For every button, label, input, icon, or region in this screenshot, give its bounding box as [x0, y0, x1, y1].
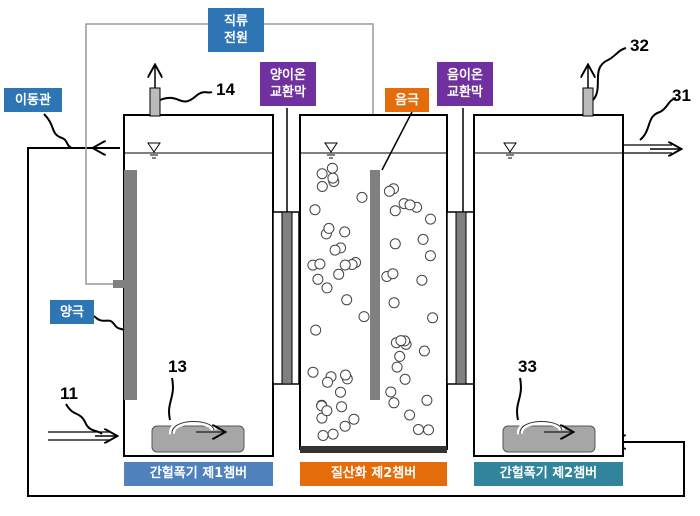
- air-bubble: [404, 199, 416, 211]
- air-bubble: [322, 376, 333, 388]
- air-bubble: [336, 401, 348, 413]
- air-bubble: [425, 213, 436, 225]
- air-bubble: [339, 420, 351, 432]
- anion-membrane-label: 음이온 교환막: [437, 62, 493, 106]
- air-bubble: [327, 172, 339, 184]
- air-bubble: [391, 361, 403, 373]
- leader-14: [159, 91, 213, 103]
- ref-number-31: 31: [672, 86, 691, 105]
- leader-33: [516, 377, 522, 421]
- chamber-2-water-symbol: [324, 142, 338, 159]
- air-bubble: [424, 250, 436, 262]
- air-bubble: [389, 205, 401, 217]
- air-bubble: [385, 386, 397, 398]
- leader-cathode: [381, 111, 413, 171]
- air-bubble: [427, 312, 439, 324]
- transfer-pipe-label: 이동관: [4, 88, 62, 112]
- air-bubble: [421, 394, 433, 406]
- air-bubble: [341, 294, 353, 306]
- air-bubble: [326, 162, 338, 174]
- aerator-33-body: [502, 425, 596, 453]
- leader-anode: [93, 315, 125, 331]
- air-bubble: [307, 366, 319, 378]
- leader-31: [639, 97, 677, 141]
- anion-membrane: [455, 211, 467, 385]
- chamber-2-base: [300, 446, 447, 453]
- air-bubble: [417, 233, 429, 245]
- air-bubble: [314, 258, 326, 270]
- air-bubble: [423, 424, 434, 436]
- air-bubble: [383, 185, 395, 197]
- air-bubble: [339, 226, 351, 238]
- chamber-3-tank: [473, 114, 624, 457]
- air-bubble: [387, 268, 399, 280]
- air-bubble: [317, 430, 329, 441]
- air-bubble: [394, 350, 406, 362]
- air-bubble: [327, 428, 339, 440]
- air-bubble: [333, 268, 345, 280]
- leader-13: [168, 377, 174, 421]
- ref-number-33: 33: [518, 357, 537, 376]
- air-bubble: [316, 181, 328, 192]
- cathode-label: 음극: [385, 88, 429, 112]
- cathode-electrode: [370, 170, 380, 400]
- air-bubble: [323, 222, 335, 234]
- chamber-1-label: 간헐폭기 제1챔버: [124, 462, 273, 486]
- air-bubble: [321, 282, 333, 294]
- air-bubble: [316, 412, 328, 424]
- air-bubble: [348, 413, 360, 425]
- air-bubble: [404, 409, 416, 421]
- air-bubble: [316, 168, 328, 180]
- anode-electrode: [124, 170, 137, 400]
- air-bubbles: [307, 162, 439, 441]
- air-bubble: [412, 424, 424, 435]
- dc-power-label: 직류 전원: [208, 8, 264, 52]
- air-bubble: [416, 274, 428, 286]
- air-bubble: [388, 397, 400, 409]
- anode-label: 양극: [50, 300, 94, 324]
- air-bubble: [321, 405, 333, 417]
- cation-membrane: [281, 211, 293, 385]
- air-bubble: [399, 373, 411, 385]
- air-bubble: [358, 311, 370, 323]
- aerator-13-body: [151, 425, 245, 453]
- air-bubble: [335, 386, 346, 398]
- leader-32: [592, 47, 627, 101]
- leader-transfer-pipe: [43, 113, 73, 149]
- chamber-3-water-symbol: [503, 142, 517, 159]
- air-bubble: [340, 369, 351, 381]
- ref-number-13: 13: [168, 357, 187, 376]
- outlet-pipe-31: [623, 144, 672, 154]
- ref-number-32: 32: [630, 36, 649, 55]
- chamber-1-water-symbol: [147, 142, 161, 159]
- air-bubble: [395, 335, 407, 347]
- ref-number-14: 14: [216, 80, 235, 99]
- chamber-3-label: 간헐폭기 제2챔버: [474, 462, 623, 486]
- cation-membrane-label: 양이온 교환막: [260, 62, 316, 106]
- air-bubble: [356, 191, 368, 203]
- air-bubble: [388, 297, 400, 309]
- air-bubble: [329, 244, 341, 256]
- anode-connector: [113, 280, 125, 288]
- air-bubble: [418, 345, 430, 357]
- vent-32-pipe: [582, 87, 594, 117]
- air-bubble: [309, 204, 321, 216]
- vent-14-pipe: [149, 87, 161, 117]
- air-bubble: [339, 259, 351, 271]
- leader-11: [65, 403, 103, 435]
- chamber-1-tank: [123, 114, 274, 457]
- air-bubble: [310, 324, 322, 336]
- ref-number-11: 11: [60, 384, 78, 403]
- chamber-2-label: 질산화 제2챔버: [300, 462, 447, 486]
- air-bubble: [312, 273, 324, 285]
- air-bubble: [389, 238, 401, 250]
